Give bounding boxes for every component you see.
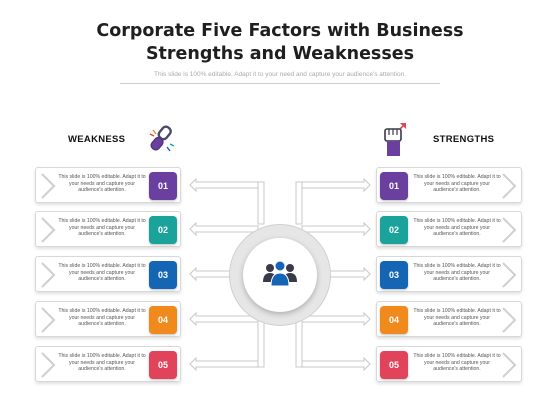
chevron-right-icon [502, 262, 517, 288]
chevron-right-icon [502, 307, 517, 333]
strength-number-badge: 01 [380, 172, 408, 200]
weakness-text: This slide is 100% editable. Adapt it to… [58, 353, 146, 373]
weakness-card-4: This slide is 100% editable. Adapt it to… [35, 301, 181, 337]
team-group-icon [262, 258, 298, 288]
strength-number-badge: 04 [380, 306, 408, 334]
strength-card-4: 04 This slide is 100% editable. Adapt it… [376, 301, 522, 337]
weakness-card-3: This slide is 100% editable. Adapt it to… [35, 256, 181, 292]
weakness-number-badge: 04 [149, 306, 177, 334]
chevron-right-icon [41, 262, 56, 288]
strength-text: This slide is 100% editable. Adapt it to… [413, 353, 501, 373]
chevron-right-icon [502, 217, 517, 243]
chevron-right-icon [502, 352, 517, 378]
weakness-heading: WEAKNESS [68, 134, 126, 145]
slide-subtitle: This slide is 100% editable. Adapt it to… [153, 71, 406, 78]
weakness-card-5: This slide is 100% editable. Adapt it to… [35, 346, 181, 382]
strength-text: This slide is 100% editable. Adapt it to… [413, 263, 501, 283]
weakness-number-badge: 02 [149, 216, 177, 244]
chevron-right-icon [41, 217, 56, 243]
chevron-right-icon [41, 307, 56, 333]
weakness-number-badge: 05 [149, 351, 177, 379]
weakness-number-badge: 01 [149, 172, 177, 200]
strength-number-badge: 05 [380, 351, 408, 379]
weakness-text: This slide is 100% editable. Adapt it to… [58, 174, 146, 194]
weakness-text: This slide is 100% editable. Adapt it to… [58, 218, 146, 238]
subtitle-divider [120, 83, 440, 84]
slide-title: Corporate Five Factors with Business Str… [0, 20, 560, 66]
strengths-heading: STRENGTHS [433, 134, 495, 145]
title-line-1: Corporate Five Factors with Business [96, 21, 464, 41]
chevron-right-icon [41, 173, 56, 199]
strength-card-5: 05 This slide is 100% editable. Adapt it… [376, 346, 522, 382]
strength-text: This slide is 100% editable. Adapt it to… [413, 174, 501, 194]
strength-text: This slide is 100% editable. Adapt it to… [413, 308, 501, 328]
weakness-card-1: This slide is 100% editable. Adapt it to… [35, 167, 181, 203]
weakness-text: This slide is 100% editable. Adapt it to… [58, 308, 146, 328]
strength-card-3: 03 This slide is 100% editable. Adapt it… [376, 256, 522, 292]
strength-card-2: 02 This slide is 100% editable. Adapt it… [376, 211, 522, 247]
chevron-right-icon [502, 173, 517, 199]
strength-number-badge: 02 [380, 216, 408, 244]
fist-power-icon [380, 121, 410, 157]
weakness-text: This slide is 100% editable. Adapt it to… [58, 263, 146, 283]
strength-text: This slide is 100% editable. Adapt it to… [413, 218, 501, 238]
weakness-number-badge: 03 [149, 261, 177, 289]
weakness-card-2: This slide is 100% editable. Adapt it to… [35, 211, 181, 247]
chevron-right-icon [41, 352, 56, 378]
title-line-2: Strengths and Weaknesses [145, 44, 415, 64]
broken-chain-icon [146, 124, 178, 154]
strength-card-1: 01 This slide is 100% editable. Adapt it… [376, 167, 522, 203]
strength-number-badge: 03 [380, 261, 408, 289]
